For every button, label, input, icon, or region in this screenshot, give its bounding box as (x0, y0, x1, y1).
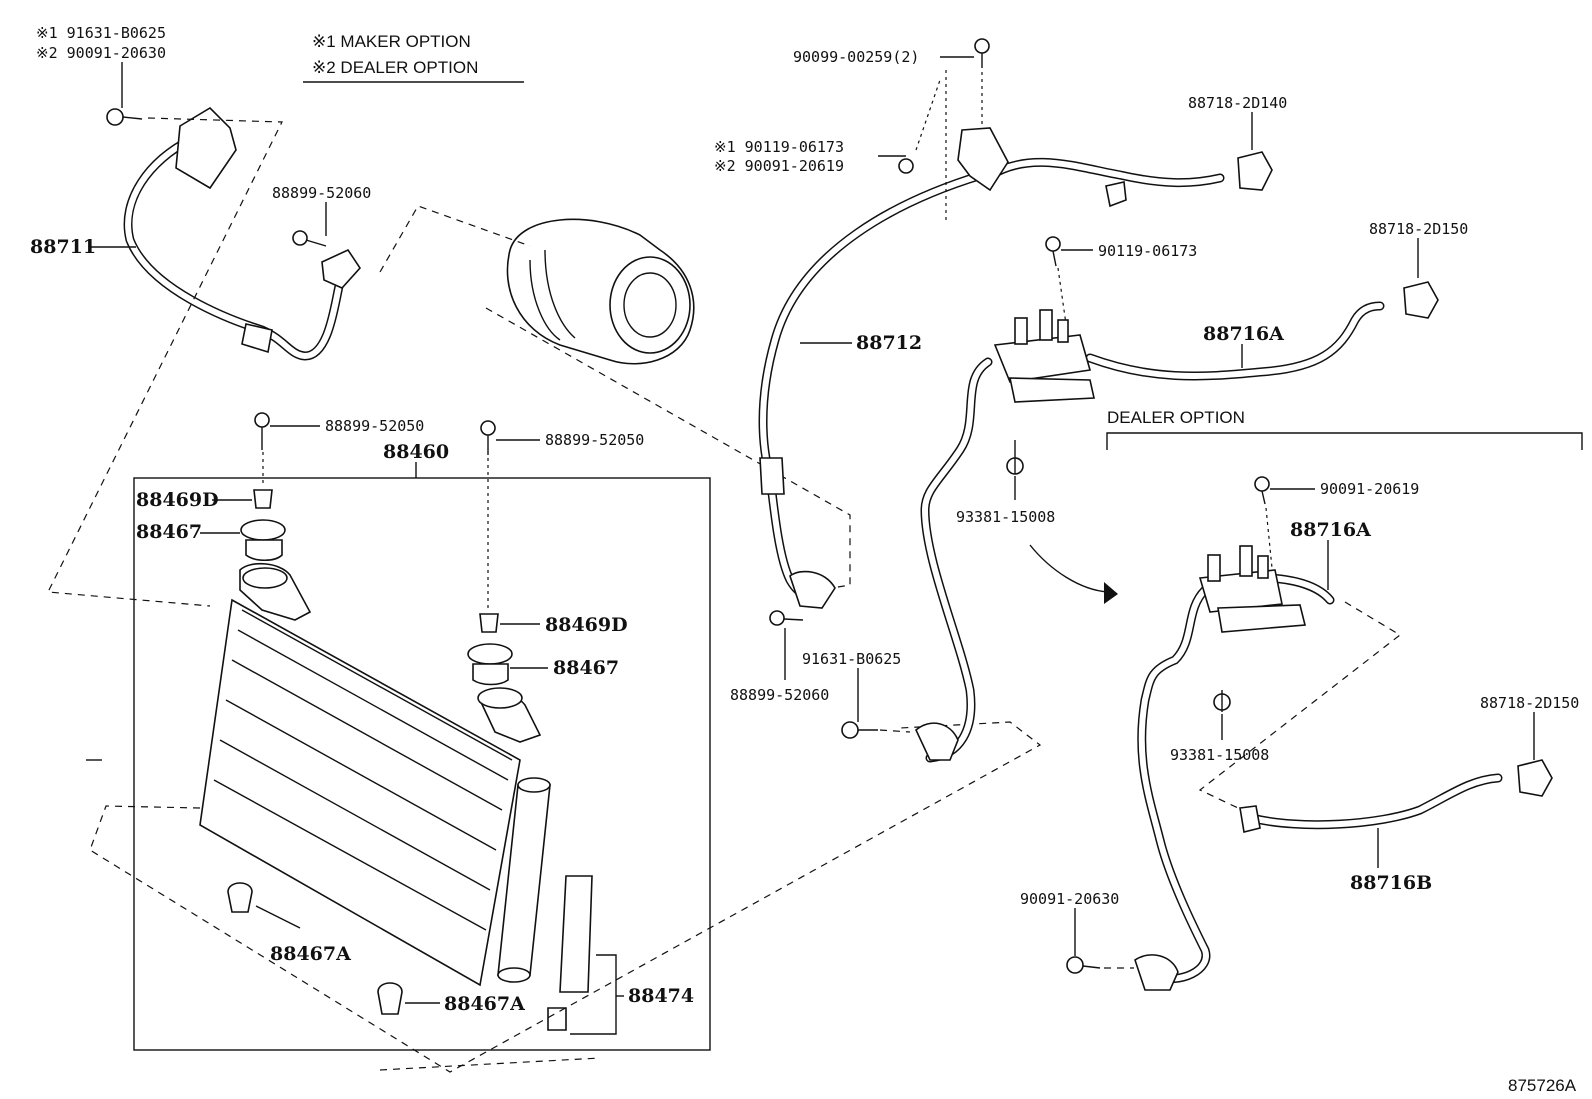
part-number-93381-15008-a: 93381-15008 (956, 508, 1055, 526)
cap-icon (1517, 759, 1553, 797)
part-number-88899-52060-a: 88899-52060 (272, 184, 371, 202)
compressor-illustration (506, 218, 695, 365)
part-number-90091-20630-bot: 90091-20630 (1020, 890, 1119, 908)
seal-cap-icon (240, 519, 286, 562)
bolt-icon (1213, 690, 1231, 712)
cap-icon (1403, 281, 1439, 319)
cushion-icon (227, 882, 253, 913)
cushion-icon (377, 982, 403, 1015)
part-number-88718-2d150-a: 88718-2D150 (1369, 220, 1468, 238)
dealer-option-section-title: DEALER OPTION (1107, 408, 1245, 427)
part-label-88711: 88711 (30, 236, 96, 258)
pipe-88716b (1239, 773, 1503, 833)
part-number-88899-52050-b: 88899-52050 (545, 431, 644, 449)
part-number-90119-06173-maker: ※1 90119-06173 (714, 138, 844, 156)
part-number-88899-52060-b: 88899-52060 (730, 686, 829, 704)
maker-option-note: ※1 MAKER OPTION (312, 32, 471, 51)
dealer-option-bracket (1106, 432, 1583, 450)
part-number-90091-20619: 90091-20619 (1320, 480, 1419, 498)
part-label-88716a-b: 88716A (1290, 519, 1371, 541)
part-label-88712: 88712 (856, 332, 922, 354)
part-label-88467a-a: 88467A (270, 943, 351, 965)
seal-cap-icon (467, 643, 513, 686)
part-label-88469d-a: 88469D (136, 489, 219, 511)
part-label-88474: 88474 (628, 985, 694, 1007)
part-label-88467-a: 88467 (136, 521, 202, 543)
part-number-91631-b0625-maker: ※1 91631-B0625 (36, 24, 166, 42)
part-label-88467-b: 88467 (553, 657, 619, 679)
bolt-icon (898, 158, 914, 174)
bolt-icon (769, 610, 804, 626)
option-legend: ※1 MAKER OPTION ※2 DEALER OPTION (303, 32, 524, 83)
bolt-icon (974, 38, 990, 68)
part-label-88716a-a: 88716A (1203, 323, 1284, 345)
cap-icon (253, 489, 273, 509)
receiver-drier (497, 777, 551, 983)
bolt-icon (106, 108, 143, 126)
arrow-icon (1029, 544, 1118, 604)
part-number-91631-b0625-mid: 91631-B0625 (802, 650, 901, 668)
bolt-icon (254, 412, 270, 450)
bolt-icon (292, 230, 327, 247)
bolt-icon (1254, 476, 1270, 505)
part-number-90099-00259: 90099-00259(2) (793, 48, 919, 66)
bolt-icon (480, 420, 496, 455)
bolt-icon (841, 721, 878, 739)
bracket-88474 (547, 875, 593, 1031)
figure-id: 875726A (1508, 1076, 1577, 1095)
discharge-hose-88711 (123, 106, 362, 361)
cap-icon (479, 613, 499, 633)
part-label-88716b: 88716B (1350, 872, 1432, 894)
part-number-90091-20619-dealer: ※2 90091-20619 (714, 157, 844, 175)
part-label-88467a-b: 88467A (444, 993, 525, 1015)
expansion-block-dealer (1134, 545, 1335, 991)
bolt-icon (1045, 236, 1061, 267)
part-number-88718-2d150-b: 88718-2D150 (1480, 694, 1579, 712)
part-number-93381-15008-b: 93381-15008 (1170, 746, 1269, 764)
bolt-icon (1066, 956, 1101, 974)
dealer-option-note: ※2 DEALER OPTION (312, 58, 478, 77)
part-number-90119-06173: 90119-06173 (1098, 242, 1197, 260)
part-label-88469d-b: 88469D (545, 614, 628, 636)
part-number-90091-20630-dealer: ※2 90091-20630 (36, 44, 166, 62)
part-number-88899-52050-a: 88899-52050 (325, 417, 424, 435)
suction-hose-88712 (758, 127, 1225, 609)
cap-icon (1237, 151, 1273, 191)
part-number-88718-2d140: 88718-2D140 (1188, 94, 1287, 112)
condenser-core (199, 562, 542, 987)
expansion-block-main (915, 301, 1385, 763)
part-label-88460: 88460 (383, 441, 449, 463)
condenser-assembly-box (133, 477, 711, 1051)
bolt-icon (1006, 440, 1024, 475)
